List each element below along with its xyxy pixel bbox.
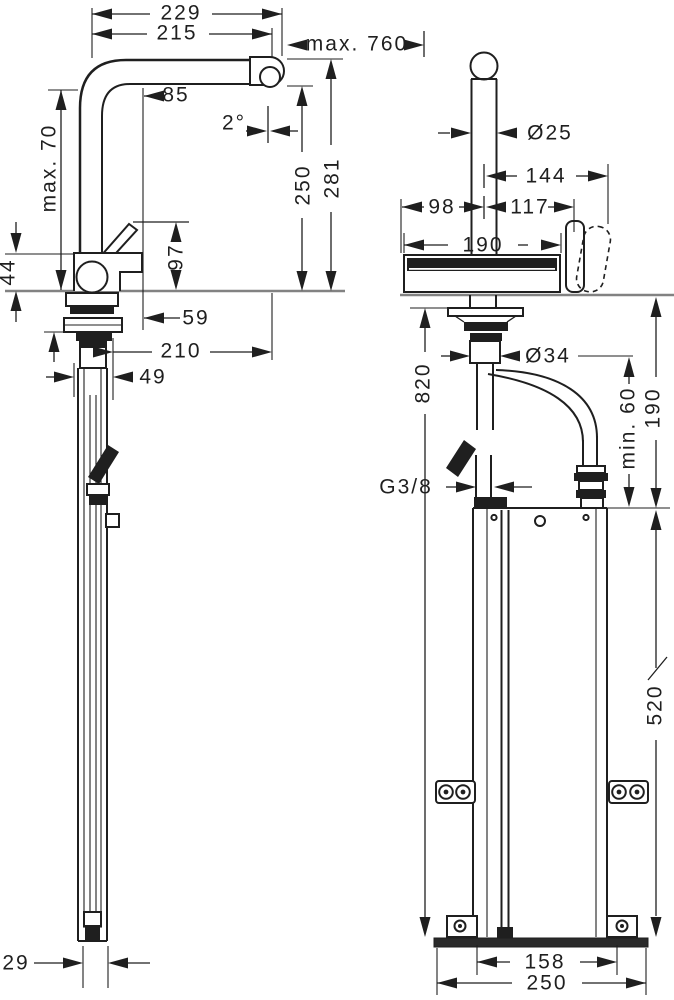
dim-dia-49: 49 <box>46 363 166 397</box>
hose-connectors <box>86 445 120 528</box>
dim-label-2deg: 2° <box>222 112 246 135</box>
dim-label-190w: 190 <box>462 234 503 257</box>
dim-label-250: 250 <box>292 164 315 205</box>
dim-label-97: 97 <box>165 243 188 270</box>
dim-label-49: 49 <box>139 366 166 389</box>
dim-plate-250: 250 <box>436 948 647 995</box>
dim-label-117: 117 <box>510 196 549 219</box>
dim-handle-height-97: 97 <box>133 221 189 290</box>
dim-label-250b: 250 <box>526 972 567 995</box>
right-view-installation: Ø25 144 98 117 <box>379 51 674 995</box>
dim-width-190: 190 <box>403 233 562 257</box>
dim-label-85: 85 <box>162 84 189 107</box>
dim-offset-210: 210 <box>93 293 273 400</box>
dim-label-59: 59 <box>182 307 209 330</box>
dim-height-281: 281 <box>287 58 344 291</box>
dim-span-158: 158 <box>476 945 618 975</box>
dim-spout-reach-229: 229 <box>91 2 283 58</box>
dim-label-520: 520 <box>644 684 667 725</box>
dim-head-offset-85: 85 <box>144 84 189 107</box>
faucet-body <box>73 252 143 294</box>
dim-pipe-dia-25: Ø25 <box>438 122 573 145</box>
dim-label-215: 215 <box>156 22 197 45</box>
dim-label-max-70: max. 70 <box>38 124 61 213</box>
dim-spray-reach-215: 215 <box>92 22 273 57</box>
dim-width-98-117: 98 117 <box>400 196 575 253</box>
dim-thread-g38: G3/8 <box>379 476 532 499</box>
dim-label-44: 44 <box>0 258 20 285</box>
dim-base-height-44: 44 <box>0 222 74 322</box>
dim-box-520: 520 <box>644 510 668 937</box>
dim-label-98: 98 <box>428 196 455 219</box>
shank-and-flange <box>447 295 524 364</box>
dim-offset-59: 59 <box>142 88 209 330</box>
dim-hose-820: 820 <box>410 307 450 937</box>
dim-label-dia34: Ø34 <box>525 345 571 368</box>
dim-label-190v: 190 <box>642 387 665 428</box>
sbox-unit <box>472 507 670 939</box>
dim-gap-190: 190 <box>642 297 665 508</box>
dim-label-210: 210 <box>160 340 201 363</box>
dim-label-144: 144 <box>525 165 566 188</box>
dim-label-dia25: Ø25 <box>527 122 573 145</box>
dim-label-229: 229 <box>160 2 201 25</box>
sbox-wall-clamp-right <box>608 780 649 804</box>
sbox-base <box>433 915 649 948</box>
dim-hose-dia-29: 29 <box>2 946 150 988</box>
dim-shank-dia-34: Ø34 <box>441 345 633 368</box>
handle-hidden-outline <box>575 225 612 293</box>
sbox-wall-clamp-left <box>435 780 476 804</box>
riser-pipe <box>469 51 499 255</box>
dim-label-max-760: max. 760 <box>306 33 408 56</box>
faucet-spout <box>78 58 253 253</box>
dim-height-250: 250 <box>287 85 315 291</box>
dim-label-29: 29 <box>2 952 29 975</box>
dim-min-60: min. 60 <box>617 357 640 507</box>
dim-label-820: 820 <box>412 362 435 403</box>
spout-front <box>403 220 612 293</box>
mounting-hardware <box>63 292 123 369</box>
dim-spout-angle-2deg: 2° <box>222 106 298 143</box>
dim-label-min60: min. 60 <box>617 387 640 470</box>
dim-label-g38: G3/8 <box>379 476 433 499</box>
spray-head <box>249 56 285 88</box>
dim-pullout-max-760: max. 760 <box>287 31 425 57</box>
dim-reach-144: 144 <box>483 164 609 224</box>
supply-hoses <box>446 363 608 509</box>
dim-label-158: 158 <box>524 951 565 974</box>
dim-max-70: max. 70 <box>38 89 78 362</box>
left-view-faucet-side: 229 215 max. 760 85 2° <box>0 2 425 988</box>
outlet-hose-tube <box>77 368 108 942</box>
dim-label-281: 281 <box>321 157 344 198</box>
